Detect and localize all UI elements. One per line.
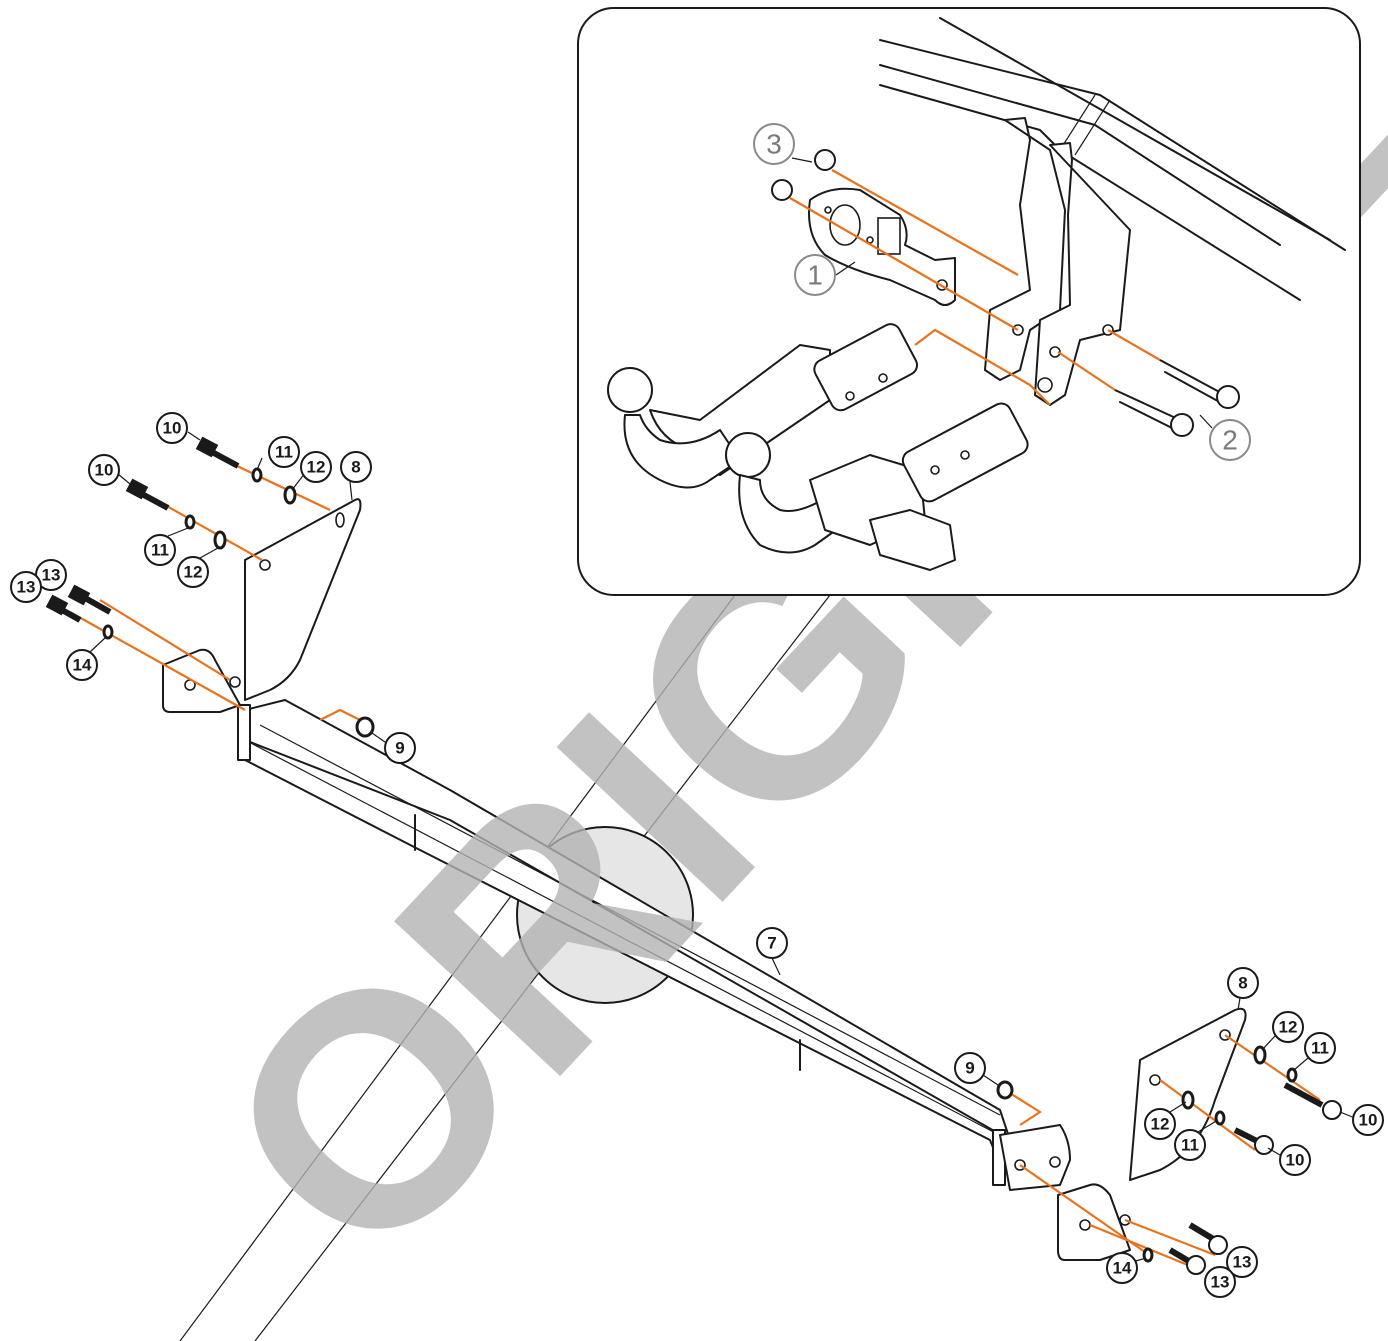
crossbar-7 xyxy=(237,699,1011,1186)
callout-12-lower-left: 12 xyxy=(177,547,219,588)
hex-nut-icon xyxy=(996,1080,1014,1100)
callout-10-upper-left: 10 xyxy=(156,412,201,444)
vehicle-frame-rail xyxy=(879,17,1346,301)
callout-1-detail: 1 xyxy=(794,254,856,296)
svg-text:13: 13 xyxy=(42,566,61,585)
washer-icon xyxy=(1181,1090,1195,1110)
callout-13-lower-right: 13 xyxy=(1204,1266,1236,1298)
svg-text:3: 3 xyxy=(766,129,782,160)
right-fasteners xyxy=(996,1045,1342,1275)
callout-12-upper-left: 12 xyxy=(291,451,332,491)
callout-13-upper: 13 xyxy=(35,559,67,591)
assembly-lines xyxy=(69,464,1321,1272)
callout-14-left: 14 xyxy=(66,637,106,681)
callout-11-upper-right: 11 xyxy=(1293,1032,1336,1071)
right-callouts: 7 8 12 11 10 9 12 11 10 14 13 13 xyxy=(756,927,1384,1298)
svg-text:12: 12 xyxy=(1151,1115,1170,1134)
callout-10-lower-left: 10 xyxy=(88,454,131,486)
hex-nut-icon xyxy=(814,149,836,171)
hex-nut-icon xyxy=(771,179,793,201)
callout-8-left: 8 xyxy=(340,451,372,501)
callout-8-right: 8 xyxy=(1227,967,1259,1011)
svg-text:11: 11 xyxy=(1181,1136,1199,1155)
svg-text:14: 14 xyxy=(73,656,92,675)
svg-text:1: 1 xyxy=(807,260,823,291)
hex-bolt-icon xyxy=(67,584,112,615)
detail-bolts-2 xyxy=(1114,359,1240,437)
callout-9-left: 9 xyxy=(371,732,416,764)
callout-9-right: 9 xyxy=(954,1052,999,1086)
svg-text:10: 10 xyxy=(163,419,182,438)
detail-callouts: 3 1 2 xyxy=(753,123,1251,461)
callout-7: 7 xyxy=(756,927,788,976)
washer-icon xyxy=(251,467,263,483)
svg-text:14: 14 xyxy=(1113,1259,1132,1278)
callout-13-lower: 13 xyxy=(10,571,42,603)
callout-10-upper-right: 10 xyxy=(1339,1104,1384,1136)
washer-icon xyxy=(1286,1067,1298,1083)
washer-icon xyxy=(1253,1045,1267,1065)
detachable-tow-ball xyxy=(725,402,1029,571)
svg-text:10: 10 xyxy=(95,461,114,480)
hex-bolt-icon xyxy=(195,436,240,469)
callout-12-lower-right: 12 xyxy=(1144,1101,1187,1140)
washer-icon xyxy=(1214,1110,1226,1126)
mounting-plates xyxy=(984,117,1131,406)
svg-text:9: 9 xyxy=(395,739,404,758)
left-side-bracket-8 xyxy=(162,498,362,713)
washer-icon xyxy=(213,530,227,550)
hex-bolt-icon xyxy=(125,478,170,511)
hex-bolt-icon xyxy=(1233,1127,1274,1155)
hex-bolt-icon xyxy=(1283,1082,1342,1120)
svg-text:7: 7 xyxy=(767,934,776,953)
svg-text:12: 12 xyxy=(1279,1018,1298,1037)
callout-12-upper-right: 12 xyxy=(1261,1011,1304,1051)
washer-icon xyxy=(102,624,114,640)
svg-text:10: 10 xyxy=(1286,1151,1305,1170)
detail-orange-lines xyxy=(789,169,1161,406)
right-side-bracket-8 xyxy=(999,1007,1247,1261)
callout-10-lower-right: 10 xyxy=(1267,1144,1311,1176)
callout-11-lower-left: 11 xyxy=(144,527,189,566)
hex-bolt-icon xyxy=(45,594,82,623)
callout-11-lower-right: 11 xyxy=(1174,1119,1219,1161)
callout-14-right: 14 xyxy=(1106,1252,1147,1284)
svg-text:10: 10 xyxy=(1359,1111,1378,1130)
svg-text:8: 8 xyxy=(351,458,360,477)
callout-13-upper-right: 13 xyxy=(1226,1246,1258,1278)
hex-bolt-icon xyxy=(1168,1247,1206,1275)
left-fasteners xyxy=(45,436,375,738)
socket-bracket-1 xyxy=(808,187,956,306)
svg-text:12: 12 xyxy=(307,458,326,477)
callout-11-upper-left: 11 xyxy=(256,436,300,471)
svg-text:12: 12 xyxy=(184,563,203,582)
callout-3-detail: 3 xyxy=(753,123,813,165)
svg-text:9: 9 xyxy=(965,1059,974,1078)
svg-text:2: 2 xyxy=(1222,425,1238,456)
svg-text:13: 13 xyxy=(17,578,36,597)
hex-nut-icon xyxy=(355,716,375,738)
washer-icon xyxy=(283,485,297,505)
detail-inset xyxy=(577,7,1361,596)
left-callouts: 10 11 12 8 10 11 12 13 13 14 9 xyxy=(10,412,416,764)
hex-bolt-icon xyxy=(1188,1222,1228,1255)
svg-text:11: 11 xyxy=(275,443,293,462)
washer-icon xyxy=(184,514,196,530)
tow-ball-icon xyxy=(607,323,919,489)
svg-text:13: 13 xyxy=(1211,1273,1230,1292)
svg-text:11: 11 xyxy=(151,541,169,560)
washer-icon xyxy=(1142,1247,1154,1263)
callout-2-detail: 2 xyxy=(1199,414,1251,461)
svg-text:11: 11 xyxy=(1311,1039,1329,1058)
svg-text:8: 8 xyxy=(1238,974,1247,993)
detail-nuts xyxy=(771,149,836,201)
svg-text:13: 13 xyxy=(1233,1253,1252,1272)
